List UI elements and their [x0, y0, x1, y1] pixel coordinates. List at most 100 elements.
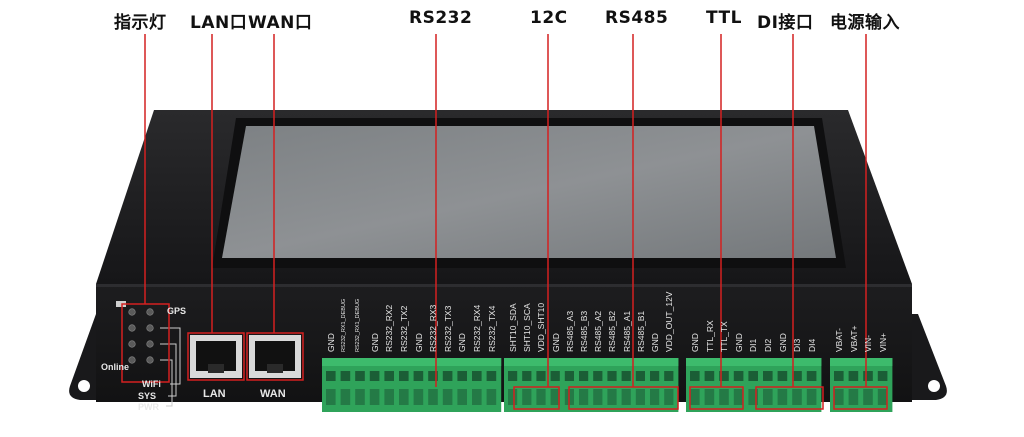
terminal-screw-slot: [664, 371, 674, 381]
terminal-wire-opening: [848, 389, 859, 405]
terminal-screw-slot: [457, 371, 467, 381]
pin-label: TTL_TX: [719, 321, 730, 352]
ttl-callout: TTL: [706, 8, 742, 28]
terminal-screw-slot: [579, 371, 589, 381]
rs485-callout: RS485: [605, 8, 669, 28]
terminal-wire-opening: [399, 389, 409, 405]
led-indicator-panel: [116, 301, 181, 407]
terminal-wire-opening: [806, 389, 817, 405]
terminal-screw-slot: [508, 371, 518, 381]
pin-label: RS232_TX3: [442, 305, 453, 352]
pin-label: RS485_B2: [607, 310, 618, 352]
terminal-screw-slot: [792, 371, 802, 381]
pin-label: GND: [690, 333, 700, 352]
pin-label: VIN-: [863, 335, 874, 352]
terminal-wire-opening: [690, 389, 700, 405]
terminal-wire-opening: [792, 389, 802, 405]
terminal-screw-slot: [550, 371, 560, 381]
terminal-wire-opening: [733, 389, 744, 405]
terminal-screw-slot: [877, 371, 888, 381]
terminal-wire-opening: [593, 389, 603, 405]
terminal-wire-opening: [664, 389, 674, 405]
lan-callout: LAN口: [190, 13, 248, 33]
pin-label: VIN+: [877, 332, 888, 352]
terminal-screw-slot: [413, 371, 424, 381]
pin-label: RS485_A1: [621, 310, 632, 352]
wan-port-label: WAN: [260, 388, 286, 400]
terminal-wire-opening: [536, 389, 546, 405]
terminal-screw-slot: [690, 371, 700, 381]
terminal-screw-slot: [748, 371, 758, 381]
pin-label: RS485_B1: [635, 310, 646, 352]
pin-label: GND: [413, 333, 424, 352]
pin-label: GND: [733, 333, 744, 352]
terminal-wire-opening: [650, 389, 660, 405]
pin-label: DI1: [748, 338, 759, 352]
terminal-wire-opening: [877, 389, 888, 405]
terminal-screw-slot: [593, 371, 603, 381]
terminal-screw-slot: [733, 371, 744, 381]
pin-label: DI4: [806, 338, 817, 352]
terminal-blocks: [322, 358, 893, 412]
pin-label: GND: [369, 333, 380, 352]
left-mount-hole: [78, 380, 90, 392]
pin-label: GND: [550, 333, 561, 352]
pin-label: GND: [457, 333, 468, 352]
terminal-wire-opening: [607, 389, 617, 405]
terminal-wire-opening: [326, 389, 336, 405]
terminal-screw-slot: [607, 371, 617, 381]
led-label-sys: SYS: [138, 391, 157, 401]
lan-port-label: LAN: [203, 388, 226, 400]
terminal-block-block1: [322, 358, 502, 412]
terminal-wire-opening: [522, 389, 532, 405]
terminal-screw-slot: [536, 371, 546, 381]
terminal-wire-opening: [777, 389, 788, 405]
terminal-screw-slot: [340, 371, 351, 381]
pin-label: VDD_OUT_12V: [664, 291, 675, 352]
terminal-wire-opening: [621, 389, 631, 405]
i2c-callout: 12C: [530, 8, 568, 28]
pin-label: SHT10_SCA: [522, 303, 533, 352]
pin-label: TTL_RX: [704, 320, 715, 352]
lan-port: [190, 335, 242, 378]
terminal-screw-slot: [486, 371, 497, 381]
terminal-wire-opening: [550, 389, 560, 405]
pin-label: RS232_RX1_DEBUG: [340, 298, 347, 352]
pin-label: GND: [326, 333, 336, 352]
terminal-screw-slot: [635, 371, 645, 381]
rs232-callout: RS232: [409, 8, 473, 28]
touch-screen: [222, 126, 836, 258]
terminal-screw-slot: [369, 371, 380, 381]
terminal-wire-opening: [763, 389, 773, 405]
terminal-screw-slot: [522, 371, 532, 381]
terminal-wire-opening: [442, 389, 453, 405]
pin-label: RS485_A2: [593, 310, 604, 352]
pin-label: RS232_RX1_DEBUG: [355, 298, 362, 352]
terminal-screw-slot: [848, 371, 859, 381]
pin-label: RS232_RX2: [384, 304, 395, 352]
terminal-screw-slot: [355, 371, 365, 381]
terminal-wire-opening: [472, 389, 482, 405]
terminal-wire-opening: [428, 389, 438, 405]
led-label-gps: GPS: [167, 306, 187, 316]
pin-label: DI2: [763, 338, 773, 352]
terminal-screw-slot: [806, 371, 817, 381]
pin-label: GND: [777, 333, 788, 352]
terminal-screw-slot: [863, 371, 873, 381]
terminal-screw-slot: [399, 371, 409, 381]
terminal-wire-opening: [369, 389, 380, 405]
terminal-wire-opening: [340, 389, 351, 405]
terminal-screw-slot: [326, 371, 336, 381]
terminal-screw-slot: [704, 371, 715, 381]
terminal-block-block2: [504, 358, 679, 412]
indicator-callout: 指示灯: [114, 13, 167, 33]
callout-overlays: [121, 34, 888, 410]
terminal-wire-opening: [719, 389, 729, 405]
terminal-wire-opening: [834, 389, 844, 405]
terminal-screw-slot: [777, 371, 788, 381]
terminal-wire-opening: [508, 389, 518, 405]
terminal-screw-slot: [763, 371, 773, 381]
pin-label: RS232_TX2: [399, 305, 409, 352]
right-mount-hole: [928, 380, 940, 392]
pin-label: DI3: [792, 338, 803, 352]
